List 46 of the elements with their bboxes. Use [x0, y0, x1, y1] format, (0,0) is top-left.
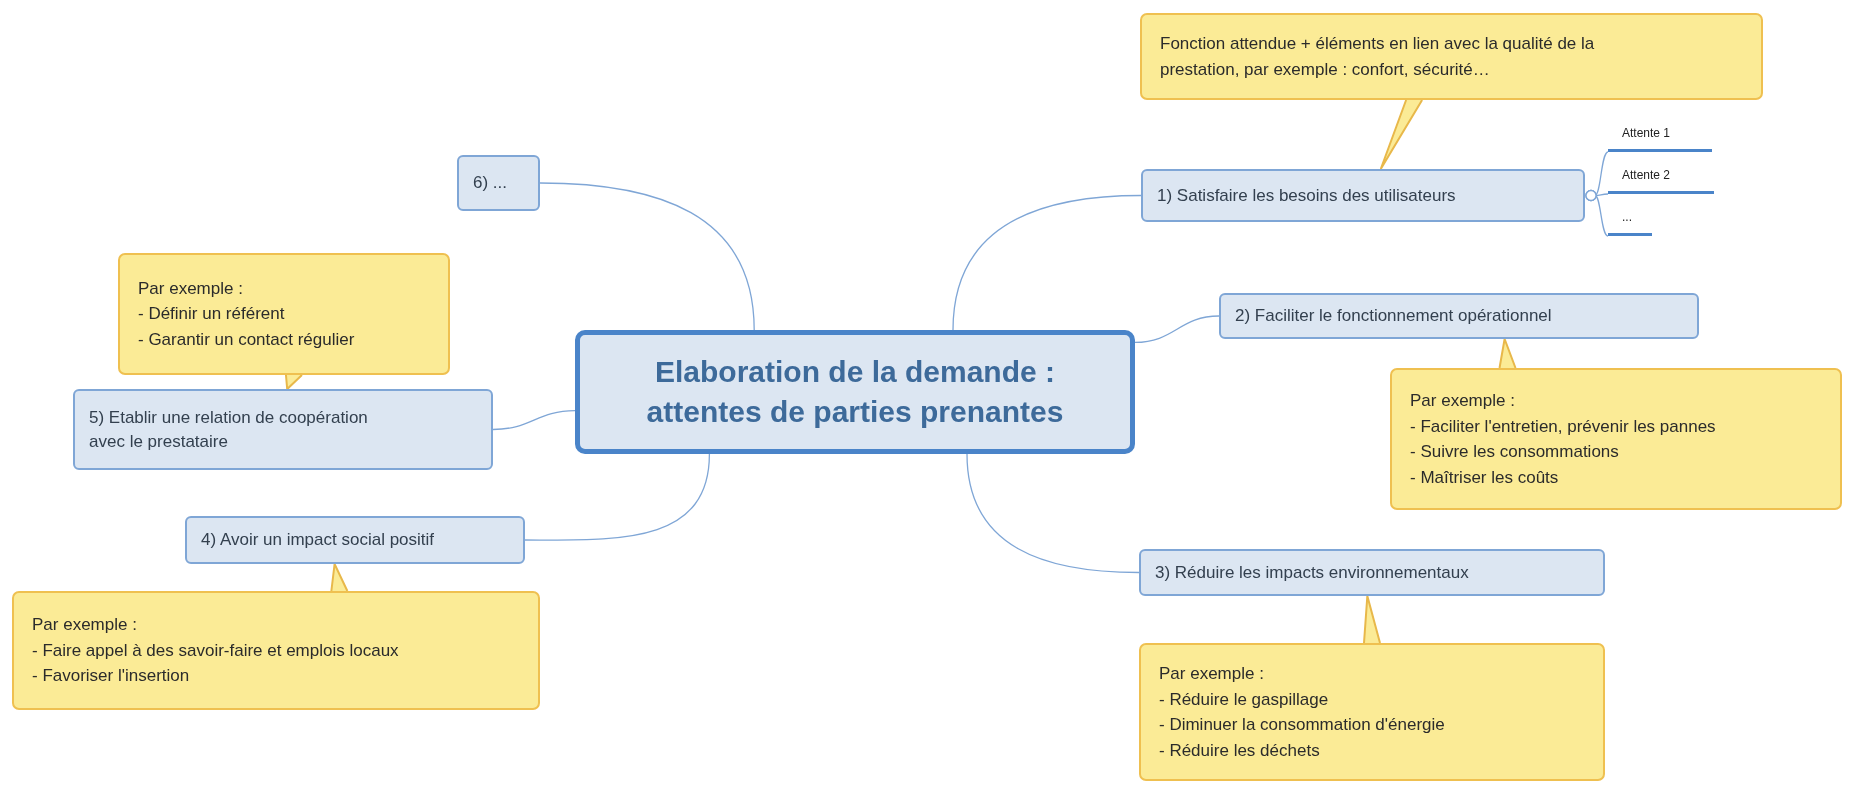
callout-text: - Maîtriser les coûts [1410, 466, 1560, 489]
topic-box [1139, 549, 1605, 596]
callout-text: - Favoriser l'insertion [32, 665, 191, 688]
topic-box [457, 155, 540, 211]
callout-text: - Réduire le gaspillage [1159, 688, 1330, 711]
topic-text: 1) Satisfaire les besoins des utilisateurs [1157, 184, 1457, 207]
central-topic-title: Elaboration de la demande : attentes de parties prenantes [645, 353, 1065, 430]
connector-line [1134, 315, 1220, 344]
topic-box [1141, 169, 1585, 222]
connector-line [952, 194, 1142, 331]
callout-pointer [1379, 99, 1424, 170]
callout-box [118, 253, 450, 375]
callout-box [12, 591, 540, 710]
topic-text: 5) Etablir une relation de coopération avec le prestataire [89, 406, 369, 453]
callout-text: - Faciliter l'entretien, prévenir les pannes [1410, 415, 1717, 438]
callout-text: - Suivre les consommations [1410, 441, 1620, 463]
callout-text: Fonction attendue + éléments en lien avec la qualité de la prestation, par exemple : confort, sécurité… [1160, 33, 1596, 81]
connector-line [539, 182, 755, 331]
callout-text: Par exemple : [138, 277, 244, 300]
topic-box [185, 516, 525, 564]
connector-line [1585, 189, 1609, 237]
callout-pointer [1363, 595, 1381, 644]
callout-text: Par exemple : [1410, 390, 1516, 412]
connector-line [492, 409, 576, 431]
callout-text: Par exemple : [32, 614, 138, 637]
callout-box [1139, 643, 1605, 781]
connector-line [966, 453, 1140, 574]
callout-text: - Diminuer la consommation d'énergie [1159, 714, 1446, 736]
callout-pointer [284, 374, 303, 392]
topic-box [73, 389, 493, 470]
topic-text: 2) Faciliter le fonctionnement opérationnel [1235, 305, 1553, 328]
callout-box [1390, 368, 1842, 510]
branch-label: Attente 2 [1608, 166, 1714, 194]
callout-text: - Réduire les déchets [1159, 739, 1321, 762]
topic-text: 3) Réduire les impacts environnementaux [1155, 561, 1470, 584]
topic-text: 6) ... [473, 172, 508, 195]
central-topic-box [575, 330, 1135, 454]
topic-text: 4) Avoir un impact social positif [201, 529, 436, 552]
callout-text: - Faire appel à des savoir-faire et emplois locaux [32, 639, 400, 662]
branch-label: ... [1608, 208, 1652, 236]
callout-text: - Définir un référent [138, 303, 286, 326]
callout-text: Par exemple : [1159, 663, 1265, 685]
connector-line [524, 453, 711, 541]
callout-text: - Garantir un contact régulier [138, 328, 356, 351]
branch-label: Attente 1 [1608, 124, 1712, 152]
topic-box [1219, 293, 1699, 339]
